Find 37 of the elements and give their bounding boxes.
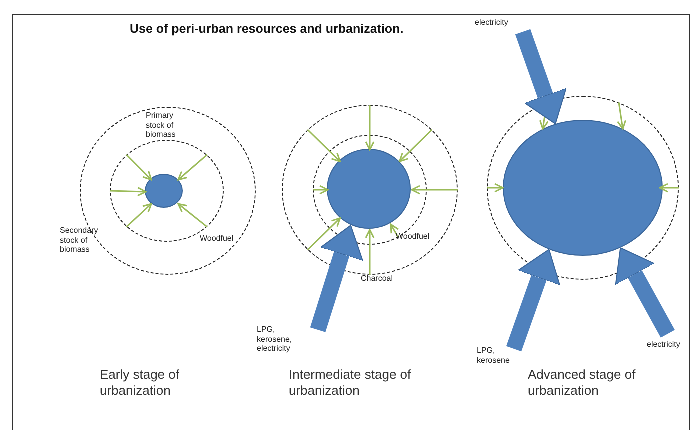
energy-source-label: LPG, kerosene bbox=[477, 346, 519, 365]
stage-caption: Intermediate stage of urbanization bbox=[289, 367, 412, 399]
arrow bbox=[313, 185, 329, 195]
region-label: Secondary stock of biomass bbox=[60, 226, 100, 254]
block-arrow bbox=[310, 225, 364, 332]
city-circle bbox=[145, 174, 184, 208]
arrow bbox=[398, 129, 433, 162]
arrow bbox=[110, 187, 147, 197]
region-label: Primary stock of biomass bbox=[146, 111, 177, 140]
fuel-label: Woodfuel bbox=[200, 234, 235, 244]
arrow bbox=[411, 185, 458, 195]
arrow bbox=[178, 203, 208, 228]
energy-source-label: electricity bbox=[475, 18, 519, 28]
arrow bbox=[178, 154, 208, 181]
arrow bbox=[617, 102, 626, 130]
block-arrow bbox=[506, 249, 560, 352]
energy-source-label: electricity bbox=[647, 340, 691, 350]
arrow bbox=[307, 129, 342, 162]
stage-caption: Advanced stage of urbanization bbox=[528, 367, 637, 399]
city-circle bbox=[327, 149, 412, 230]
energy-source-label: LPG, kerosene, electricity bbox=[257, 325, 305, 354]
arrow bbox=[365, 105, 375, 151]
arrow bbox=[126, 203, 152, 228]
title: Use of peri-urban resources and urbanization. bbox=[130, 21, 404, 37]
arrow bbox=[365, 229, 375, 275]
arrow bbox=[659, 183, 679, 193]
fuel-label: Woodfuel bbox=[396, 232, 431, 242]
dashed-ring bbox=[487, 96, 679, 280]
arrow bbox=[126, 154, 152, 181]
fuel-label: Charcoal bbox=[361, 274, 394, 284]
arrow bbox=[390, 224, 400, 238]
arrow bbox=[307, 218, 342, 251]
block-arrow bbox=[615, 248, 675, 338]
stage-caption: Early stage of urbanization bbox=[100, 367, 180, 399]
arrow bbox=[487, 183, 504, 193]
dashed-ring bbox=[282, 105, 458, 275]
block-arrow bbox=[515, 29, 567, 125]
